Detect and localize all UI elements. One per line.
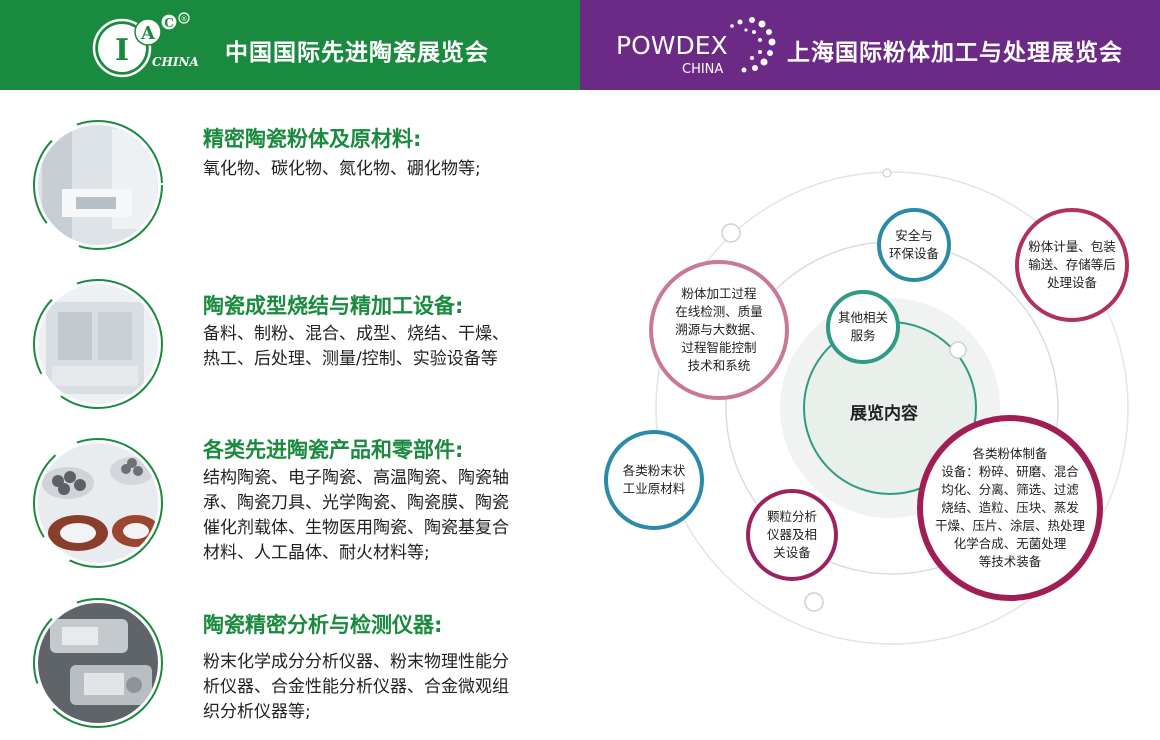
bubble-line: 等技术装备 [978,554,1042,569]
ciac-letter-i: I [115,33,129,68]
bubble-ring-other [826,290,900,364]
ciac-logo-sub: CHINA [152,55,199,69]
ceramic-parts-image [33,438,163,568]
powdex-logo-sub: CHINA [682,62,723,77]
bubble-line: 均化、分离、筛选、过滤 [941,482,1079,497]
bubble-ring-process [649,260,789,400]
category-title: 精密陶瓷粉体及原材料: [203,127,422,151]
desc-line: 材料、人工晶体、耐火材料等; [203,543,430,563]
ciac-logo: I A C ® CHINA [92,12,199,78]
bubble-line: 服务 [850,328,876,343]
powdex-header: POWDEX CHINA 上海国际粉体加工与处理展览会 [580,0,1160,90]
bubble-line: 环保设备 [888,246,939,261]
bubble-line: 烧结、造粒、压块、蒸发 [941,500,1079,515]
bubble-ring-safety [877,208,951,282]
bubble-line: 其他相关 [837,310,888,325]
bubble-safety: 安全与环保设备 [880,218,948,272]
bubble-line: 输送、存储等后 [1028,257,1116,272]
bubble-line: 粉体加工过程 [681,286,757,301]
ciac-letter-c: C [164,16,174,30]
desc-line: 织分析仪器等; [203,702,311,722]
ciac-letter-a: A [140,23,156,44]
sintering-equipment-image [33,279,163,409]
desc-line: 备料、制粉、混合、成型、烧结、干燥、 [203,324,509,344]
bubble-other: 其他相关服务 [829,300,897,354]
bubble-line: 在线检测、质量 [675,304,763,319]
bubble-ring-prep [917,415,1103,601]
bubble-line: 溯源与大数据、 [675,322,763,337]
bubble-line: 仪器及相 [766,527,817,542]
powdex-wordmark: POWDEX [616,31,728,60]
bubble-metering: 粉体计量、包装输送、存储等后处理设备 [1022,230,1122,300]
right-exhibition-title: 上海国际粉体加工与处理展览会 [787,40,1123,66]
bubble-line: 关设备 [773,545,811,560]
bubble-line: 工业原材料 [622,481,686,496]
desc-line: 粉末化学成分分析仪器、粉末物理性能分 [203,652,509,672]
diagram-rings [604,168,1129,645]
testing-instruments-image [33,598,163,728]
desc-line: 析仪器、合金性能分析仪器、合金微观组 [203,677,509,697]
desc-line: 氧化物、碳化物、氮化物、硼化物等; [203,159,481,179]
category-sintering-equipment: 陶瓷成型烧结与精加工设备: 备料、制粉、混合、成型、烧结、干燥、 热工、后处理、… [0,276,580,416]
powdex-dot-ring [730,17,776,73]
category-title: 陶瓷成型烧结与精加工设备: [203,294,464,318]
exhibition-scope-diagram: 展览内容 安全与环保设备 粉体计量、包装输送、存储等后处理设备 粉体加工过程在线… [580,90,1160,740]
bubble-ring-raw [604,430,704,530]
bubble-ring-metering [1015,208,1129,322]
left-exhibition-title: 中国国际先进陶瓷展览会 [225,40,489,66]
bubble-line: 技术和系统 [687,358,751,373]
bubble-line: 化学合成、无菌处理 [953,536,1067,551]
ciac-header: I A C ® CHINA 中国国际先进陶瓷展览会 [0,0,580,90]
bubble-line: 处理设备 [1046,275,1097,290]
bubble-line: 各类粉体制备 [972,446,1048,461]
bubble-line: 过程智能控制 [681,340,757,355]
bubble-line: 安全与 [895,228,933,243]
powder-materials-image [33,120,163,250]
category-title: 陶瓷精密分析与检测仪器: [203,613,443,637]
bubble-process: 粉体加工过程在线检测、质量溯源与大数据、过程智能控制技术和系统 [659,282,779,378]
bubble-line: 干燥、压片、涂层、热处理 [934,518,1085,533]
desc-line: 结构陶瓷、电子陶瓷、高温陶瓷、陶瓷轴 [203,468,509,488]
registered-mark: ® [181,15,188,23]
bubble-prep: 各类粉体制备设备：粉碎、研磨、混合均化、分离、筛选、过滤烧结、造粒、压块、蒸发干… [926,440,1094,576]
desc-line: 热工、后处理、测量/控制、实验设备等 [203,349,498,369]
category-desc: 粉末化学成分分析仪器、粉末物理性能分 析仪器、合金性能分析仪器、合金微观组 织分… [203,650,563,725]
category-ceramic-parts: 各类先进陶瓷产品和零部件: 结构陶瓷、电子陶瓷、高温陶瓷、陶瓷轴 承、陶瓷刀具、… [0,432,580,582]
bubble-line: 各类粉末状 [622,463,686,478]
category-powder-materials: 精密陶瓷粉体及原材料: 氧化物、碳化物、氮化物、硼化物等; [0,115,580,255]
bubble-particle: 颗粒分析仪器及相关设备 [756,504,828,566]
category-testing-instruments: 陶瓷精密分析与检测仪器: 粉末化学成分分析仪器、粉末物理性能分 析仪器、合金性能… [0,595,580,740]
category-title: 各类先进陶瓷产品和零部件: [203,438,464,462]
bubble-ring-particle [746,489,838,581]
bubble-line: 颗粒分析 [766,509,817,524]
bubble-line: 设备：粉碎、研磨、混合 [941,464,1079,479]
bubble-line: 粉体计量、包装 [1028,239,1116,254]
powdex-logo: POWDEX CHINA [616,17,776,77]
desc-line: 催化剂载体、生物医用陶瓷、陶瓷基复合 [203,518,509,538]
category-desc: 备料、制粉、混合、成型、烧结、干燥、 热工、后处理、测量/控制、实验设备等 [203,322,563,372]
category-desc: 氧化物、碳化物、氮化物、硼化物等; [203,157,563,182]
bubble-raw: 各类粉末状工业原材料 [610,454,698,506]
desc-line: 承、陶瓷刀具、光学陶瓷、陶瓷膜、陶瓷 [203,493,509,513]
category-desc: 结构陶瓷、电子陶瓷、高温陶瓷、陶瓷轴 承、陶瓷刀具、光学陶瓷、陶瓷膜、陶瓷 催化… [203,466,563,566]
center-title: 展览内容 [850,404,918,424]
